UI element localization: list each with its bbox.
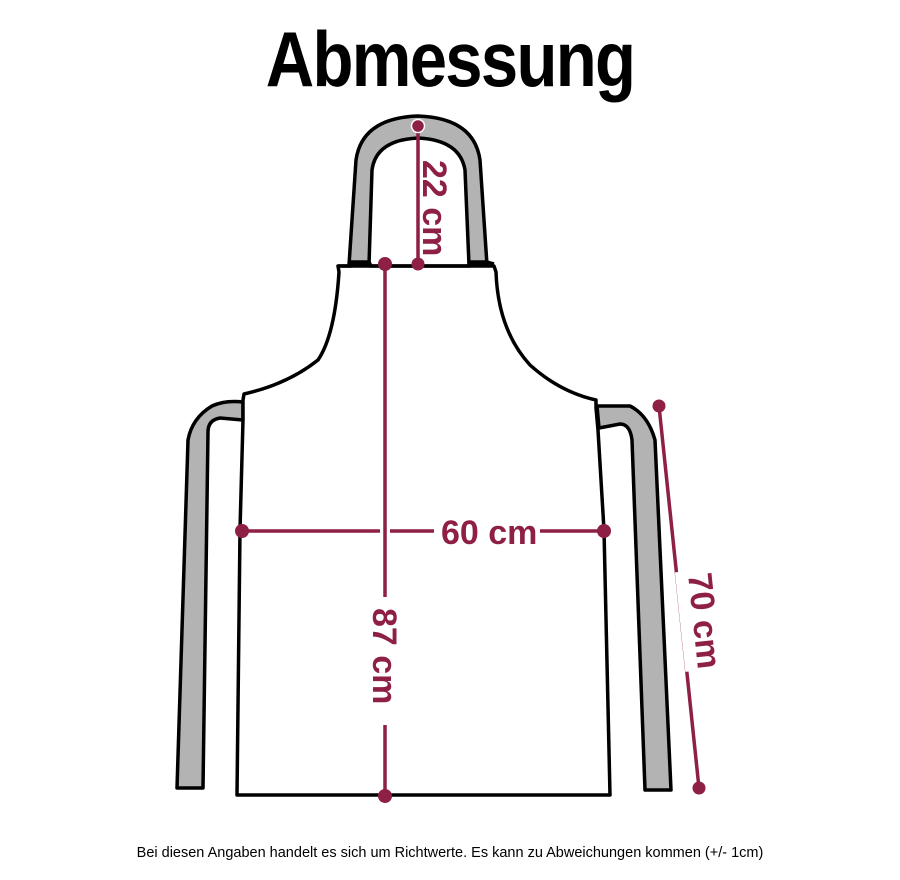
width-dimension: 60 cm [235,514,611,552]
width-dimension-label: 60 cm [441,514,537,552]
page-title: Abmessung [265,15,636,103]
length-dimension: 87 cm [365,257,403,803]
neck-dimension: 22 cm [410,118,453,271]
waist-strap-dimension: 70 cm [652,399,728,795]
disclaimer-text: Bei diesen Angaben handelt es sich um Ri… [136,845,764,861]
width-dimension-end-dot [597,524,611,538]
apron-body [235,260,612,797]
left-waist-strap [175,399,245,790]
neck-dimension-start-dot [410,118,426,134]
length-dimension-label: 87 cm [365,608,403,704]
neck-dimension-end-dot [411,257,425,271]
neck-dimension-label: 22 cm [415,160,453,256]
waist-strap-dimension-start-dot [652,399,666,413]
waist-strap-dimension-end-dot [692,781,706,795]
length-dimension-end-dot [378,789,392,803]
right-waist-strap [595,404,673,792]
length-dimension-start-dot [378,257,392,271]
width-dimension-start-dot [235,524,249,538]
